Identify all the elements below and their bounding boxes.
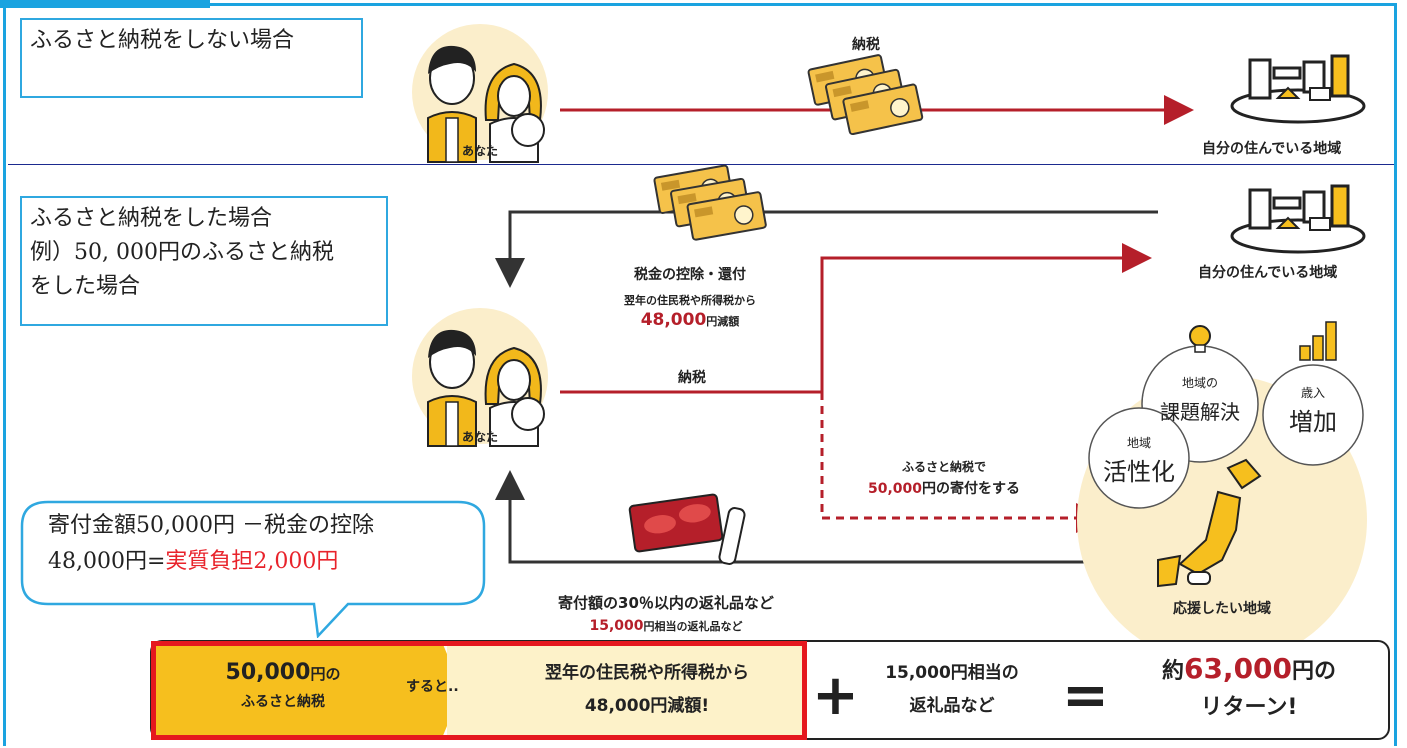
you-label: あなた [461,144,499,158]
summary-result-prefix: 約 [1161,659,1184,684]
callout-line-2: 48,000円=実質負担2,000円 [48,544,374,580]
tax-label-2: 納税 [678,370,706,386]
hometown-label: 自分の住んでいる地域 [1202,141,1342,157]
summary-gift-line-2: 返礼品など [909,696,995,716]
gift-unit: 円相当の返礼品など [643,620,743,633]
support-region-label: 応援したい地域 [1173,601,1271,617]
summary-mid-panel [447,642,807,738]
deduction-unit: 円減額 [706,315,740,328]
deduction-amount-line: 48,000円減額 [641,310,740,330]
equals-sign: = [1062,663,1109,728]
summary-result: 約63,000円の リターン! [1124,652,1374,721]
donation-amount: 50,000 [867,481,923,497]
issues-small: 地域の [1181,376,1219,390]
summary-donation-line-1: 50,000円の [198,660,368,685]
summary-bar [150,640,1390,740]
gift-title: 寄付額の30％以内の返礼品など [558,594,774,612]
lightbulb-icon [1189,325,1211,353]
scenario-with-line-2: 例）50, 000円のふるさと納税 [30,240,334,265]
callout-line-2-prefix: 48,000円= [48,549,166,574]
summary-gift-line-1: 15,000円相当の [885,663,1019,683]
frame-accent [0,0,210,8]
callout-text: 寄付金額50,000円 －税金の控除 48,000円=実質負担2,000円 [48,508,374,580]
revenue-bubble [1262,364,1364,466]
banknotes-icon [807,53,924,136]
outer-frame [3,3,1397,746]
scenario-none-title: ふるさと納税をしない場合 [30,28,295,53]
donation-arrow [820,392,1106,533]
revenue-small: 歳入 [1300,386,1326,400]
deduction-subtitle: 翌年の住民税や所得税から [624,294,756,307]
scenario-with-line-1: ふるさと納税をした場合 [30,206,273,231]
gift-box-icon [628,493,746,565]
summary-suru-to: すると.. [406,679,459,695]
summary-donation-line-2: ふるさと納税 [241,694,325,710]
scenario-with-box: ふるさと納税をした場合 例）50, 000円のふるさと納税 をした場合 [20,196,388,326]
summary-donation-unit: 円の [310,665,341,683]
tax-flow-arrow-2 [560,243,1152,394]
revenue-big: 増加 [1289,408,1337,436]
summary-result-line-2: リターン! [1200,695,1298,720]
summary-result-line-1: 約63,000円の [1124,652,1374,685]
callout-bubble [20,500,486,638]
hometown-buildings-icon-2 [1230,184,1366,254]
callout-line-1: 寄付金額50,000円 －税金の控除 [48,513,374,538]
donation-rest: 円の寄付をする [922,481,1021,497]
family-illustration-2 [411,307,549,447]
scenario-with-line-3: をした場合 [30,274,141,299]
gift-return-arrow [495,470,1088,564]
refund-banknotes-icon [653,164,768,242]
summary-reduction: 翌年の住民税や所得税から 48,000円減額! [492,658,802,716]
gift-amount: 15,000 [589,618,644,634]
summary-donation: 50,000円の ふるさと納税 [198,660,368,711]
tax-label: 納税 [852,37,880,53]
section-divider [8,164,1394,165]
summary-result-amount: 63,000 [1183,652,1293,685]
summary-left-panel [152,642,462,738]
vitalize-big: 活性化 [1103,458,1175,486]
plus-sign: + [812,663,859,728]
issues-big: 課題解決 [1160,400,1240,424]
vitalize-bubble [1088,407,1190,509]
summary-gift: 15,000円相当の 返礼品など [862,658,1042,716]
summary-reduction-line-1: 翌年の住民税や所得税から [545,663,749,683]
summary-donation-amount: 50,000 [225,660,311,685]
donation-line-2: 50,000円の寄付をする [868,478,1020,498]
callout-line-2-highlight: 実質負担2,000円 [165,549,339,574]
hometown-buildings-icon [1230,54,1366,124]
deduction-amount: 48,000 [640,310,707,330]
summary-result-unit: 円の [1292,659,1337,684]
deduction-title: 税金の控除・還付 [634,267,746,283]
hometown-label-2: 自分の住んでいる地域 [1198,265,1338,281]
refund-arrow [495,210,1158,288]
highlight-frame [151,641,807,740]
japan-map-icon [1157,458,1262,588]
bar-graph-icon [1299,321,1337,361]
vitalize-small: 地域 [1126,436,1152,450]
donation-line-1: ふるさと納税で [901,460,987,474]
summary-reduction-line-2: 48,000円減額! [584,696,710,716]
gift-amount-line: 15,000円相当の返礼品など [589,618,742,634]
you-label-2: あなた [461,430,499,444]
scenario-none-box: ふるさと納税をしない場合 [20,18,363,98]
